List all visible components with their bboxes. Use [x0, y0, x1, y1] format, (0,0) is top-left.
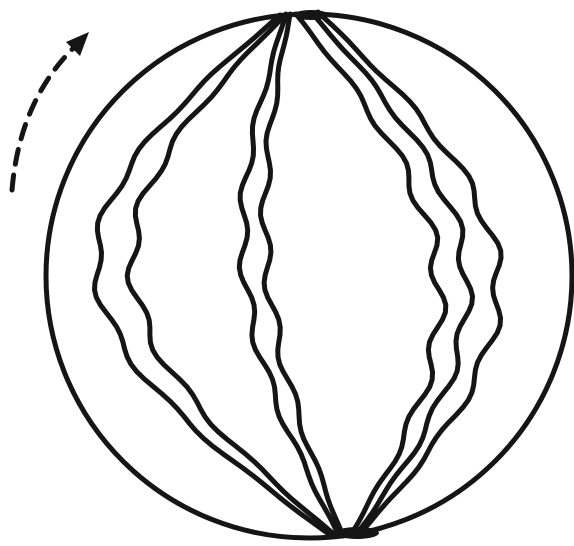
rotation-arrow-head	[66, 32, 89, 56]
meridian-lines	[95, 10, 502, 539]
meridian-line	[312, 13, 473, 535]
meridian-line	[239, 14, 339, 536]
pole-junction	[293, 10, 329, 20]
rotation-arrow	[12, 32, 89, 190]
pole-junction	[335, 527, 379, 539]
